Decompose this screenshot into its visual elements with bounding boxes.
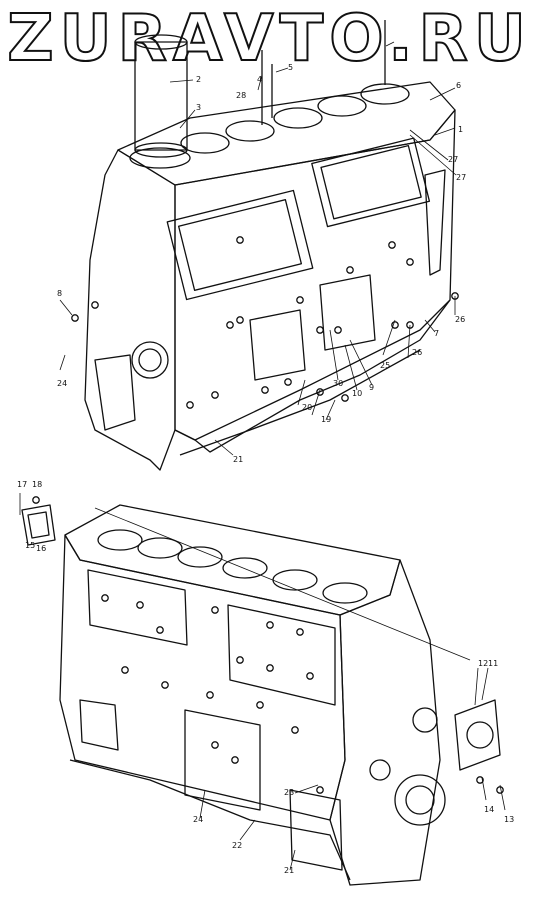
upper-callout: 27 (448, 155, 458, 164)
bolt-head (236, 656, 244, 664)
lower-callout: 16 (36, 544, 46, 553)
upper-callout: 6 (456, 81, 461, 90)
bolt-head (388, 241, 396, 249)
upper-callout: 8 (57, 289, 62, 298)
upper-callout: 26 (455, 315, 465, 324)
bolt-head (211, 606, 219, 614)
upper-callout: 4 (257, 75, 262, 84)
bolt-head (316, 326, 324, 334)
upper-callout: 3 (196, 103, 201, 112)
upper-callout: 26 (412, 348, 422, 357)
lower-callout: 11 (488, 659, 498, 668)
bolt-head (32, 496, 40, 504)
bolt-head (391, 321, 399, 329)
bolt-head (316, 388, 324, 396)
upper-callout: 24 (57, 379, 67, 388)
upper-callout: 28 (236, 91, 246, 100)
upper-callout: 27 (456, 173, 466, 182)
bolt-head (346, 266, 354, 274)
upper-callout: 21 (233, 455, 243, 464)
bolt-head (226, 321, 234, 329)
bolt-head (296, 296, 304, 304)
lower-engine-block (21, 496, 504, 886)
lower-callout: 23 (284, 788, 294, 797)
bolt-head (316, 786, 324, 794)
bolt-head (266, 664, 274, 672)
lower-callout: 13 (504, 815, 514, 824)
bolt-head (476, 776, 484, 784)
bolt-head (186, 401, 194, 409)
lower-callout: 14 (484, 805, 494, 814)
bolt-head (136, 601, 144, 609)
bolt-head (261, 386, 269, 394)
bolt-head (101, 594, 109, 602)
bolt-head (306, 672, 314, 680)
bolt-head (291, 726, 299, 734)
bolt-head (91, 301, 99, 309)
lower-callout: 12 (478, 659, 488, 668)
bolt-head (284, 378, 292, 386)
upper-callout: 19 (321, 415, 331, 424)
upper-callout: 2 (196, 75, 201, 84)
bolt-head (334, 326, 342, 334)
upper-engine-block (71, 20, 459, 471)
bolt-head (211, 391, 219, 399)
lower-callout: 24 (193, 815, 203, 824)
bolt-head (161, 681, 169, 689)
bolt-head (406, 258, 414, 266)
leader-lines (19, 41, 506, 871)
lower-callout: 17 (17, 480, 27, 489)
bolt-head (256, 701, 264, 709)
bolt-head (121, 666, 129, 674)
bolt-head (211, 741, 219, 749)
bolt-head (296, 628, 304, 636)
upper-callout: 10 (352, 389, 362, 398)
bolt-head (236, 236, 244, 244)
lower-callout: 18 (32, 480, 42, 489)
upper-callout: 1 (458, 125, 463, 134)
upper-callout: 7 (434, 329, 439, 338)
upper-callout: 9 (369, 383, 374, 392)
upper-callouts: 1 2 3 4 5 6 7 8 9 10 19 20 21 24 25 26 26 27 27 28 30 (57, 63, 466, 464)
lower-callout: 15 (25, 541, 35, 550)
bolt-head (206, 691, 214, 699)
upper-callout: 20 (302, 403, 312, 412)
upper-callout: 5 (288, 63, 293, 72)
bolt-head (156, 626, 164, 634)
bolt-head (71, 314, 79, 322)
bolt-head (231, 756, 239, 764)
watermark: ZURAVTO.RU (6, 1, 532, 77)
bolt-head (236, 316, 244, 324)
lower-callout: 22 (232, 841, 242, 850)
bolt-head (341, 394, 349, 402)
upper-callout: 30 (333, 379, 343, 388)
upper-callout: 25 (380, 361, 390, 370)
lower-callout: 21 (284, 866, 294, 875)
bolt-head (266, 621, 274, 629)
